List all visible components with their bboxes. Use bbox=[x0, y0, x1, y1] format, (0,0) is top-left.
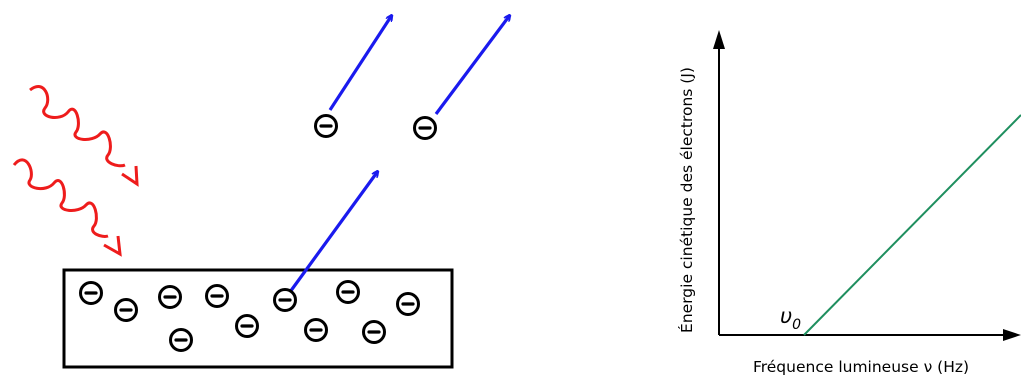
free-electron-path-2 bbox=[434, 15, 510, 115]
electron bbox=[273, 288, 297, 312]
electron bbox=[158, 285, 182, 309]
light-waves bbox=[12, 85, 139, 257]
electron bbox=[169, 328, 193, 352]
ejected-electron-path bbox=[288, 171, 378, 293]
energy-line bbox=[803, 114, 1021, 336]
electron bbox=[205, 284, 229, 308]
free-electron-path-1 bbox=[328, 15, 392, 111]
light-wave-bottom bbox=[12, 158, 109, 238]
electrons bbox=[79, 114, 437, 352]
electron bbox=[396, 292, 420, 316]
electron bbox=[79, 281, 103, 305]
y-axis-arrowhead bbox=[713, 30, 725, 49]
energy-frequency-graph: υ0 Énergie cinétique des électrons (J) F… bbox=[677, 30, 1021, 376]
x-axis-label: Fréquence lumineuse ν (Hz) bbox=[753, 358, 969, 376]
light-wave-top-arrowhead bbox=[121, 165, 139, 187]
electron-trajectories bbox=[288, 15, 510, 293]
threshold-frequency-label: υ0 bbox=[780, 304, 801, 333]
electron bbox=[336, 280, 360, 304]
electron bbox=[114, 298, 138, 322]
electron bbox=[413, 116, 437, 140]
y-axis-label: Énergie cinétique des électrons (J) bbox=[677, 67, 696, 333]
electron bbox=[235, 314, 259, 338]
x-axis-arrowhead bbox=[1003, 329, 1021, 341]
electron bbox=[314, 114, 338, 138]
metal-plate bbox=[62, 268, 454, 369]
electron bbox=[362, 320, 386, 344]
light-wave-bottom-arrowhead bbox=[103, 235, 122, 257]
electron bbox=[304, 318, 328, 342]
light-wave-top bbox=[29, 85, 126, 168]
